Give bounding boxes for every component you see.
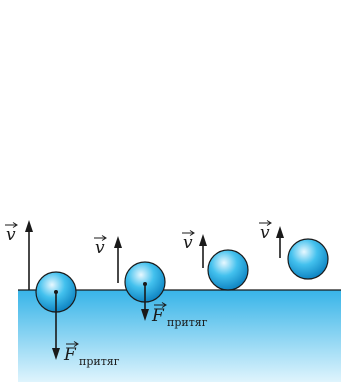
svg-text:притяг: притяг	[79, 355, 120, 368]
drop-3-velocity-arrowhead	[199, 234, 207, 246]
drop-4-velocity-arrowhead	[276, 226, 284, 238]
svg-text:v: v	[6, 225, 16, 245]
drop-4-velocity-label: v	[259, 221, 271, 244]
svg-text:притяг: притяг	[167, 316, 208, 329]
drop-2-velocity-arrowhead	[114, 236, 122, 248]
drop-2-velocity-label: v	[94, 236, 106, 259]
svg-text:F: F	[63, 345, 77, 365]
drop-3-velocity-label: v	[182, 231, 194, 254]
drop-3: v	[182, 231, 248, 291]
drop-1-velocity-arrowhead	[25, 220, 33, 232]
svg-text:v: v	[183, 233, 193, 253]
svg-text:v: v	[95, 238, 105, 258]
drop-3-sphere	[208, 250, 248, 290]
svg-text:F: F	[151, 306, 165, 326]
drop-1-velocity-label: v	[5, 223, 17, 246]
drop-4: v	[259, 221, 328, 280]
drop-4-sphere	[288, 239, 328, 279]
svg-text:v: v	[260, 223, 270, 243]
